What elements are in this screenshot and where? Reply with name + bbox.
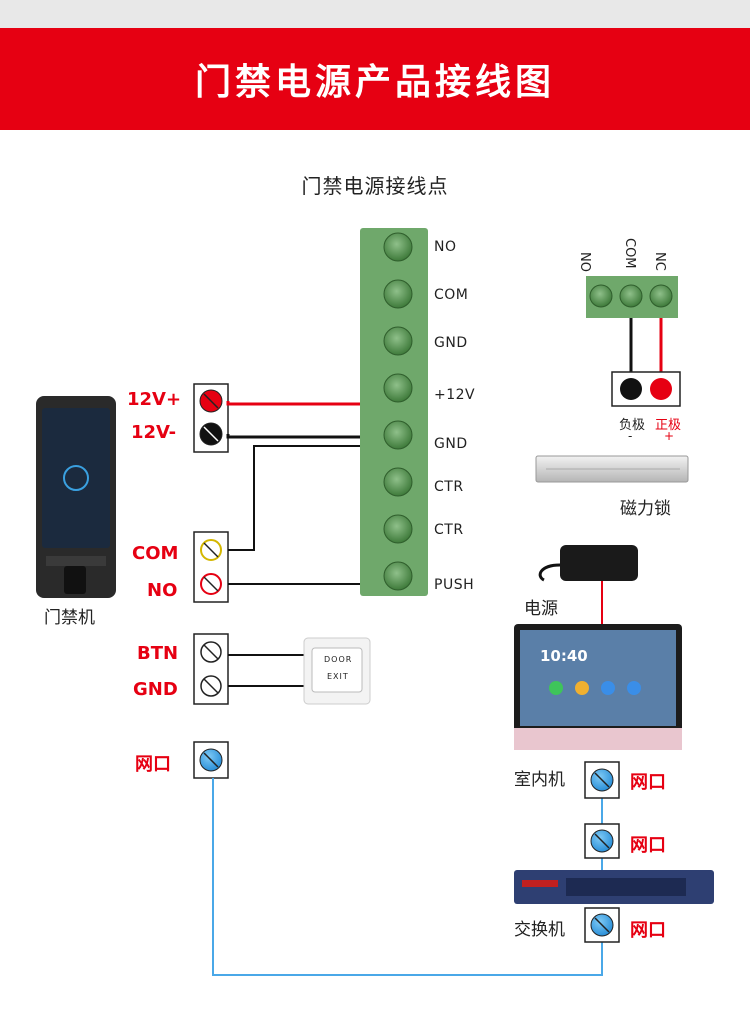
top-strip: [0, 0, 750, 28]
face-scan-icon: [63, 465, 89, 491]
adapter-body: [560, 545, 638, 581]
access-device-screen: [42, 408, 110, 548]
lock-neg-label: 负极: [619, 418, 646, 433]
screw-no: [383, 232, 413, 262]
terminal-label-12v: +12V: [434, 387, 476, 403]
wire-network-device: [212, 778, 603, 976]
wire-12v-minus: [226, 434, 360, 439]
indoor-unit-screen: [520, 630, 676, 726]
switch-illustration: [514, 870, 714, 904]
lock-relay-terminal: [586, 276, 681, 407]
terminal-block-body: [360, 228, 428, 596]
port-label-btn: BTN: [137, 643, 179, 664]
lock-pos-label: 正极: [655, 418, 682, 433]
terminal-label-ctr: CTR: [434, 479, 464, 495]
relay-label-no: NO: [577, 252, 592, 272]
app-icon-blue-2: [627, 681, 641, 695]
device-port-terminals: [193, 383, 229, 779]
switch-name: 交换机: [514, 920, 565, 940]
terminal-screws: [383, 232, 413, 591]
indoor-unit-illustration: [514, 624, 682, 750]
page-title: 门禁电源产品接线图: [194, 62, 555, 103]
app-icon-green: [549, 681, 563, 695]
screw-gnd: [383, 326, 413, 356]
port-label-network: 网口: [135, 754, 171, 775]
maglock-illustration: [535, 455, 689, 483]
lock-pos-sign: +: [664, 429, 675, 443]
exit-button-illustration: [303, 637, 371, 705]
screw-12v: [383, 373, 413, 403]
terminal-label-gnd2: GND: [434, 436, 468, 452]
right-network-ports: [584, 761, 620, 943]
title-banner: 门禁电源产品接线图: [0, 28, 750, 130]
terminal-block: [360, 228, 428, 596]
screw-com: [383, 279, 413, 309]
diagram-subtitle: 门禁电源接线点: [301, 174, 449, 198]
wires: [212, 401, 603, 976]
lock-negative-terminal: [620, 378, 642, 400]
terminal-label-no: NO: [434, 239, 457, 255]
lock-positive-terminal: [650, 378, 672, 400]
relay-label-com: COM: [622, 238, 637, 269]
screw-ctr: [383, 467, 413, 497]
relay-screw-nc: [649, 284, 673, 308]
screw-ctr2: [383, 514, 413, 544]
port-label-no: NO: [147, 580, 178, 601]
switch-port-label: 网口: [630, 920, 666, 941]
access-device-illustration: [36, 396, 116, 598]
relay-port-label: 网口: [630, 835, 666, 856]
port-label-gnd: GND: [133, 679, 178, 700]
power-adapter-illustration: [538, 545, 638, 624]
indoor-unit-name: 室内机: [514, 770, 565, 790]
indoor-port-label: 网口: [630, 772, 666, 793]
indoor-unit-base: [514, 728, 682, 750]
relay-screw-com: [619, 284, 643, 308]
power-supply-name: 电源: [524, 599, 558, 619]
terminal-label-gnd: GND: [434, 335, 468, 351]
switch-brand-badge: [522, 880, 558, 887]
maglock-name: 磁力锁: [620, 499, 671, 519]
wire-com: [228, 445, 360, 551]
exit-button-line2: EXIT: [327, 672, 349, 681]
port-label-12v-minus: 12V-: [131, 422, 177, 443]
exit-button-line1: DOOR: [324, 655, 353, 664]
app-icon-yellow: [575, 681, 589, 695]
lock-neg-sign: -: [628, 429, 633, 443]
access-device-name: 门禁机: [44, 608, 95, 628]
relay-label-nc: NC: [652, 252, 667, 271]
app-icon-blue: [601, 681, 615, 695]
switch-port-panel: [566, 878, 686, 896]
screw-push: [383, 561, 413, 591]
access-device-strip: [46, 556, 106, 566]
indoor-clock: 10:40: [540, 647, 588, 665]
port-label-12v-plus: 12V+: [127, 389, 182, 410]
screw-gnd2: [383, 420, 413, 450]
port-label-com: COM: [132, 543, 179, 564]
relay-screw-no: [589, 284, 613, 308]
terminal-label-ctr2: CTR: [434, 522, 464, 538]
terminal-label-push: PUSH: [434, 577, 475, 593]
terminal-label-com: COM: [434, 287, 469, 303]
fingerprint-reader-icon: [64, 566, 86, 594]
wire-12v-plus: [226, 401, 360, 406]
exit-button-face: [311, 647, 363, 693]
